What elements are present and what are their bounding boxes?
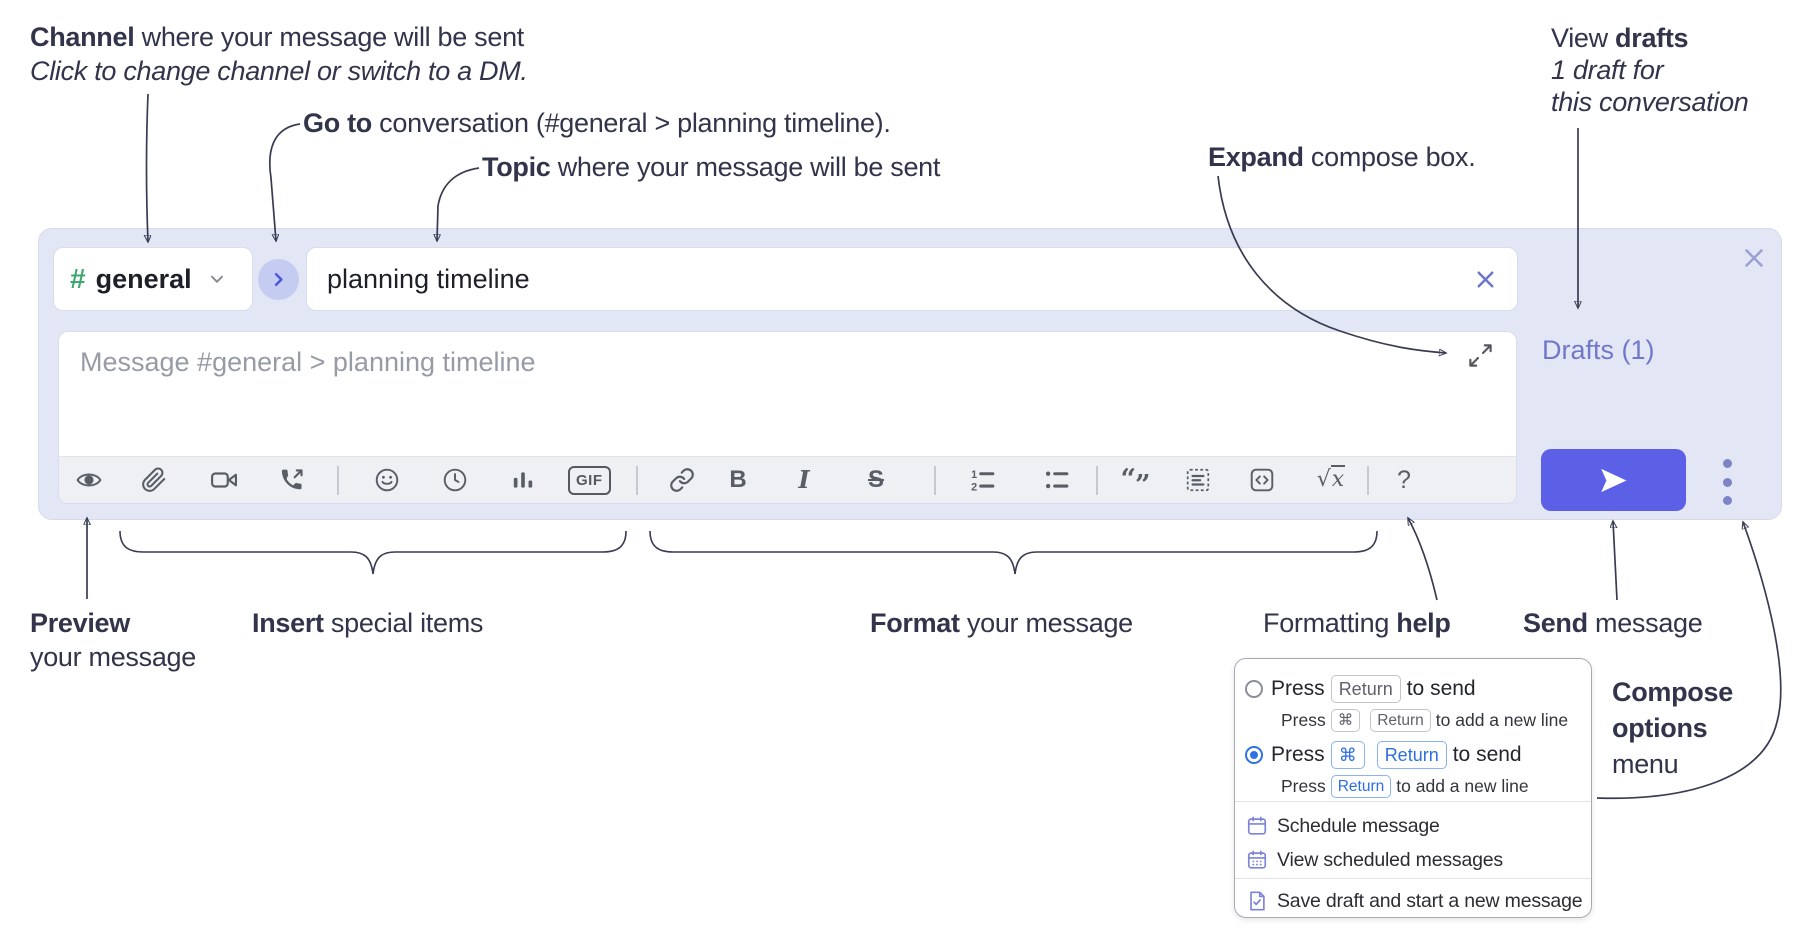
poll-icon[interactable]: [510, 467, 536, 493]
return-key: Return: [1376, 741, 1447, 769]
bold-icon[interactable]: B: [729, 466, 747, 493]
send-icon: [1601, 468, 1627, 492]
annotation-channel-line1: Channel where your message will be sent: [30, 20, 528, 54]
save-draft-icon: [1250, 891, 1265, 911]
go-to-conversation-button[interactable]: [258, 259, 299, 300]
toolbar-divider: [1096, 466, 1098, 495]
blockquote-icon[interactable]: “”: [1120, 464, 1150, 501]
annotation-goto: Go to conversation (#general > planning …: [303, 108, 891, 138]
message-placeholder: Message #general > planning timeline: [80, 347, 536, 377]
code-block-icon[interactable]: [1185, 467, 1211, 493]
radio-selected-icon[interactable]: [1245, 746, 1263, 764]
send-button[interactable]: [1541, 449, 1686, 511]
cmd-key: ⌘: [1330, 741, 1365, 769]
annotation-insert: Insert special items: [252, 608, 484, 638]
topic-input[interactable]: planning timeline: [306, 247, 1518, 311]
preview-icon[interactable]: [76, 467, 102, 493]
dot: [1722, 477, 1732, 487]
menu-divider: [1235, 801, 1591, 802]
toolbar-divider: [337, 466, 339, 495]
gif-icon[interactable]: GIF: [568, 466, 611, 495]
send-option-return-sub: Press ⌘ Return to add a new line: [1281, 709, 1569, 732]
toolbar-divider: [636, 466, 638, 495]
attach-file-icon[interactable]: [141, 467, 167, 493]
annotation-channel-sub: Click to change channel or switch to a D…: [30, 56, 528, 86]
menu-item-schedule-message[interactable]: Schedule message: [1246, 811, 1440, 841]
return-key: Return: [1370, 709, 1431, 732]
dot: [1722, 459, 1732, 468]
channel-hash-icon: #: [70, 263, 86, 294]
channel-name: general: [95, 263, 192, 294]
clear-topic-icon[interactable]: [1472, 266, 1499, 293]
menu-item-save-draft[interactable]: Save draft and start a new message: [1246, 886, 1583, 916]
chevron-down-icon: [210, 275, 223, 283]
formula-icon[interactable]: √x: [1316, 465, 1346, 492]
annotation-format: Format your message: [870, 608, 1133, 638]
annotation-preview: Preview your message: [30, 608, 196, 672]
topic-value: planning timeline: [327, 263, 530, 294]
send-option-return[interactable]: Press Return to send: [1245, 675, 1476, 703]
compose-options-menu: Press Return to send Press ⌘ Return to a…: [1234, 658, 1592, 918]
send-option-cmd-return[interactable]: Press ⌘ Return to send: [1245, 741, 1522, 769]
radio-unselected-icon[interactable]: [1245, 680, 1263, 698]
phone-call-icon[interactable]: [279, 467, 305, 493]
toolbar-divider: [934, 466, 936, 495]
expand-icon[interactable]: [1467, 342, 1494, 369]
annotation-topic: Topic where your message will be sent: [482, 152, 941, 182]
return-key: Return: [1330, 775, 1392, 798]
annotation-send: Send message: [1523, 608, 1703, 638]
annotation-formatting-help: Formatting help: [1263, 608, 1451, 638]
return-key: Return: [1330, 675, 1401, 703]
calendar-grid-icon: [1247, 850, 1267, 869]
drafts-link[interactable]: Drafts (1): [1542, 335, 1655, 365]
strikethrough-icon[interactable]: S: [867, 466, 884, 493]
annotation-view-drafts: View drafts 1 draft for this conversatio…: [1551, 23, 1749, 117]
video-clip-icon[interactable]: [211, 467, 237, 493]
channel-selector[interactable]: # general: [53, 247, 253, 311]
message-input[interactable]: Message #general > planning timeline: [58, 331, 1517, 504]
emoji-icon[interactable]: [374, 467, 400, 493]
annotation-channel: Channel where your message will be sent …: [30, 20, 528, 88]
insert-brace: [119, 530, 627, 575]
menu-divider: [1235, 878, 1591, 879]
dot: [1722, 496, 1732, 505]
chevron-right-icon: [274, 272, 283, 287]
compose-box: # general planning timeline Message #gen…: [38, 228, 1782, 520]
recent-icon[interactable]: [442, 467, 468, 493]
annotation-expand: Expand compose box.: [1208, 142, 1476, 172]
close-compose-icon[interactable]: [1739, 243, 1769, 273]
italic-icon[interactable]: I: [798, 465, 810, 494]
menu-item-view-scheduled[interactable]: View scheduled messages: [1246, 845, 1503, 875]
annotation-compose-options: Compose options menu: [1612, 677, 1733, 779]
cmd-key: ⌘: [1330, 709, 1361, 732]
send-option-cmd-return-sub: Press Return to add a new line: [1281, 775, 1529, 798]
compose-options-button[interactable]: [1711, 459, 1743, 505]
formatting-help-icon[interactable]: ?: [1397, 466, 1411, 494]
svg-text:2: 2: [971, 481, 977, 493]
code-icon[interactable]: [1249, 467, 1275, 493]
bulleted-list-icon[interactable]: [1044, 467, 1070, 493]
calendar-icon: [1247, 816, 1267, 835]
annotation-channel-bold: Channel: [30, 22, 135, 52]
svg-text:1: 1: [971, 469, 977, 481]
link-icon[interactable]: [669, 467, 695, 493]
annotation-channel-rest: where your message will be sent: [134, 22, 525, 52]
toolbar-divider: [1367, 466, 1369, 495]
format-brace: [649, 530, 1378, 575]
